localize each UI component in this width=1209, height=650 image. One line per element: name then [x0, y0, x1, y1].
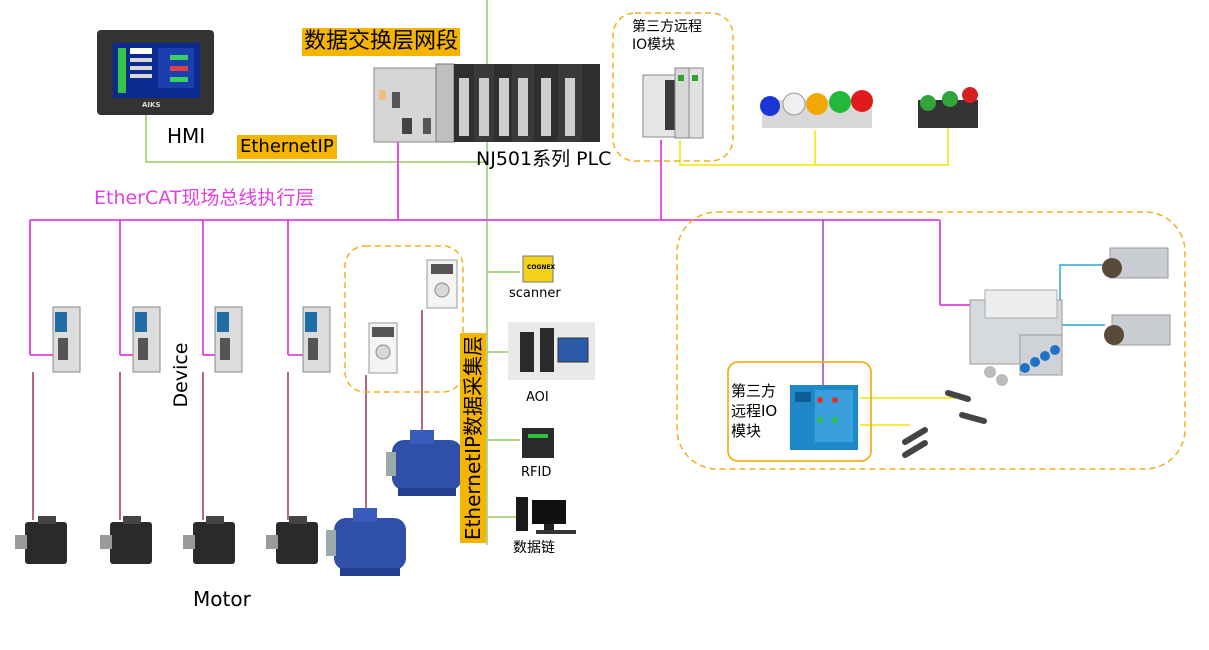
push-buttons [918, 87, 978, 128]
hmi-logo: AIKS [142, 101, 161, 109]
ethercat-wires [29, 140, 985, 356]
device-label: Device [170, 342, 192, 408]
remote-io-top-label: 第三方远程 IO模块 [632, 18, 702, 54]
plc-device [373, 63, 600, 143]
remote-io-bottom-line2: 远程IO [731, 402, 778, 420]
servo-motor-3 [183, 516, 235, 564]
hmi-label: HMI [167, 124, 206, 148]
dashed-groups [344, 12, 1186, 470]
servo-drive-1 [52, 306, 81, 373]
motor-cables [32, 310, 423, 520]
servo-motor-2 [100, 516, 152, 564]
remote-io-bottom-device [790, 385, 858, 450]
motor-protector-2 [368, 322, 398, 374]
ac-motor-2 [326, 508, 406, 576]
rfid-device [522, 428, 554, 458]
plc-label: NJ501系列 PLC [476, 148, 612, 170]
remote-io-top-device [642, 67, 704, 139]
io-wires [679, 120, 955, 426]
remote-io-bottom-line1: 第三方 [731, 382, 777, 400]
remote-io-bottom-label: 第三方 远程IO 模块 [731, 381, 777, 441]
servo-motor-4 [266, 516, 318, 564]
aoi-label: AOI [526, 390, 549, 405]
servo-drive-4 [302, 306, 331, 373]
servo-motor-1 [15, 516, 67, 564]
cylinder-1 [1102, 238, 1173, 293]
scanner-device [522, 255, 554, 283]
motor-label: Motor [193, 587, 251, 611]
ethernetip-collect-label: EthernetIP数据采集层 [460, 332, 486, 544]
cylinder-wires [1059, 264, 1108, 326]
pc-device [516, 497, 576, 534]
cylinder-2 [1104, 307, 1175, 363]
hmi-device [97, 30, 214, 115]
valve-island [969, 289, 1063, 386]
servo-drive-2 [132, 306, 161, 373]
indicator-lights [760, 90, 873, 128]
ethercat-label: EtherCAT现场总线执行层 [94, 187, 315, 209]
ethernetip-label: EthernetIP [237, 135, 337, 159]
remote-io-frame [727, 361, 872, 462]
scanner-label: scanner [509, 286, 561, 301]
ac-motor-1 [386, 430, 462, 496]
remote-io-bottom-line3: 模块 [731, 422, 762, 440]
proximity-sensors [902, 390, 987, 458]
data-exchange-label: 数据交换层网段 [302, 28, 461, 56]
data-chain-label: 数据链 [513, 540, 555, 556]
aoi-device [508, 322, 595, 380]
scanner-brand-label: COGNEX [527, 264, 556, 271]
remote-io-top-line2: IO模块 [632, 37, 676, 53]
motor-protector-1 [426, 259, 458, 309]
remote-io-top-line1: 第三方远程 [632, 19, 702, 35]
servo-drive-3 [214, 306, 243, 373]
rfid-label: RFID [521, 465, 552, 480]
